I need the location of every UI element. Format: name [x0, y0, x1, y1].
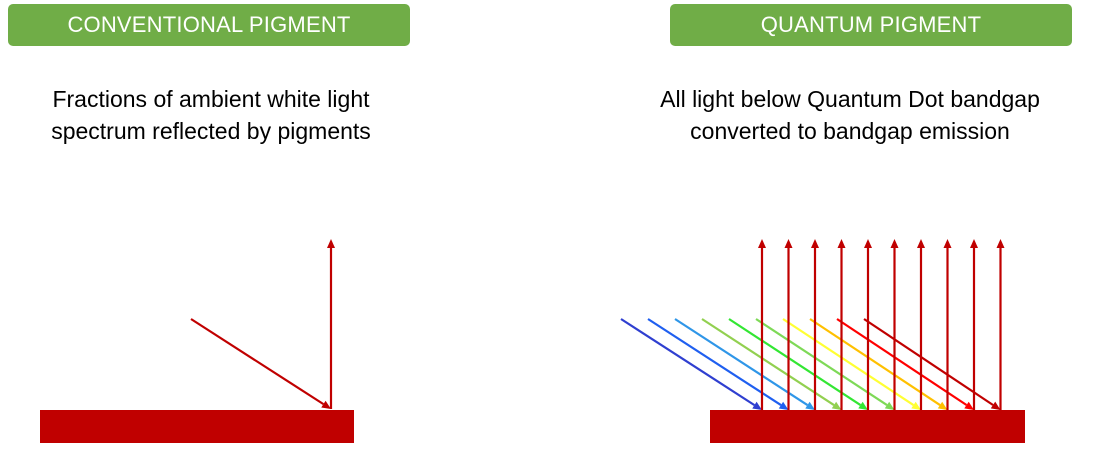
- quantum-emitted-ray: [837, 239, 846, 410]
- quantum-pigment-header-label: QUANTUM PIGMENT: [760, 12, 982, 37]
- conventional-reflected-ray: [327, 239, 335, 409]
- quantum-incoming-ray: [755, 318, 895, 410]
- quantum-emitted-ray: [890, 239, 899, 410]
- conventional-light-rays: [190, 239, 335, 409]
- conventional-description-line-1: Fractions of ambient white light: [52, 86, 370, 112]
- quantum-emitted-ray: [758, 239, 766, 410]
- quantum-incoming-ray: [863, 318, 1001, 410]
- quantum-incoming-ray: [782, 318, 921, 410]
- conventional-pigment-header-label: CONVENTIONAL PIGMENT: [67, 12, 351, 37]
- quantum-pigment-description: All light below Quantum Dot bandgap conv…: [620, 83, 1080, 147]
- quantum-emitted-ray: [811, 239, 819, 410]
- quantum-emitted-ray: [996, 239, 1005, 410]
- quantum-incoming-ray: [620, 318, 762, 410]
- quantum-emitted-ray: [784, 239, 793, 410]
- conventional-pigment-surface: [40, 410, 354, 443]
- quantum-emitted-ray: [864, 239, 872, 410]
- conventional-pigment-description: Fractions of ambient white light spectru…: [0, 83, 441, 147]
- quantum-emitted-rays: [758, 239, 1005, 410]
- quantum-incoming-ray: [809, 318, 948, 410]
- conventional-description-line-2: spectrum reflected by pigments: [51, 118, 371, 144]
- quantum-incoming-ray: [647, 318, 789, 410]
- quantum-incoming-ray: [674, 318, 815, 410]
- quantum-emitted-ray: [917, 239, 925, 410]
- quantum-pigment-header: QUANTUM PIGMENT: [670, 4, 1072, 46]
- quantum-pigment-surface: [710, 410, 1025, 443]
- quantum-incoming-ray: [728, 318, 868, 410]
- quantum-incoming-ray: [701, 318, 842, 410]
- quantum-incoming-rays: [620, 318, 1001, 410]
- quantum-incoming-ray: [836, 318, 974, 410]
- conventional-incoming-ray: [190, 318, 331, 409]
- quantum-description-line-2: converted to bandgap emission: [690, 118, 1010, 144]
- quantum-emitted-ray: [943, 239, 952, 410]
- quantum-description-line-1: All light below Quantum Dot bandgap: [660, 86, 1040, 112]
- conventional-pigment-header: CONVENTIONAL PIGMENT: [8, 4, 410, 46]
- quantum-emitted-ray: [970, 239, 978, 410]
